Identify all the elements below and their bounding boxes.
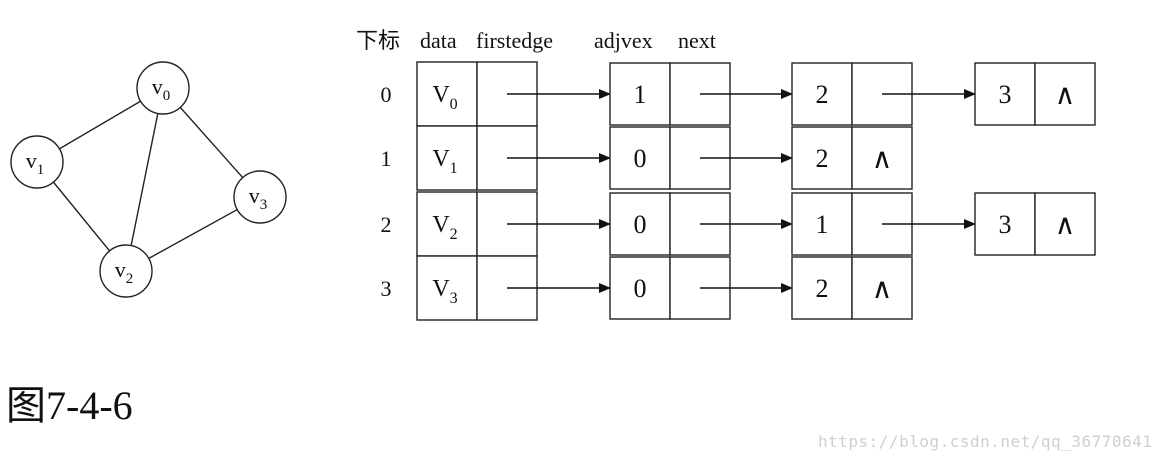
header-firstedge: firstedge <box>476 28 553 53</box>
vertex-node-v1 <box>10 135 64 189</box>
edge-v0-v2 <box>125 87 164 272</box>
vertex-data-label-base: V <box>432 146 450 172</box>
vertex-label-v3-base: v <box>249 183 260 208</box>
vertex-label-v2-sub: 2 <box>126 271 134 287</box>
row-index: 3 <box>381 276 392 301</box>
watermark: https://blog.csdn.net/qq_36770641 <box>818 432 1153 451</box>
vertex-label-v1: v1 <box>26 148 45 178</box>
vertex-label-v3-sub: 3 <box>260 197 268 213</box>
vertex-data-label: V0 <box>432 82 457 113</box>
null-pointer-symbol: ∧ <box>872 144 893 175</box>
vertex-data-label-sub: 0 <box>450 96 458 113</box>
adjvex-cell <box>609 192 671 256</box>
next-cell <box>1034 62 1096 126</box>
adjvex-value: 2 <box>816 80 829 109</box>
adjvex-value: 1 <box>634 80 647 109</box>
vertex-data-label-base: V <box>432 276 450 302</box>
vertex-node-v3 <box>233 170 287 224</box>
adjvex-cell <box>974 192 1036 256</box>
vertex-label-v2: v2 <box>115 257 134 287</box>
adjvex-cell <box>609 256 671 320</box>
adjvex-cell <box>791 192 853 256</box>
adjvex-value: 3 <box>999 80 1012 109</box>
adjvex-cell <box>791 62 853 126</box>
row-index: 1 <box>381 146 392 171</box>
adjvex-value: 2 <box>816 144 829 173</box>
header-data: data <box>420 28 457 53</box>
null-pointer-symbol: ∧ <box>1055 210 1076 241</box>
adjvex-value: 0 <box>634 274 647 303</box>
vertex-label-v0-base: v <box>152 74 163 99</box>
vertex-label-v2-base: v <box>115 257 126 282</box>
adjvex-value: 0 <box>634 144 647 173</box>
vertex-data-label-base: V <box>432 212 450 238</box>
vertex-label-v0: v0 <box>152 74 171 104</box>
next-cell <box>851 256 913 320</box>
adjvex-value: 2 <box>816 274 829 303</box>
adjvex-cell <box>609 62 671 126</box>
vertex-label-v3: v3 <box>249 183 268 213</box>
adjvex-cell <box>609 126 671 190</box>
header-adjvex: adjvex <box>594 28 653 53</box>
header-index: 下标 <box>356 28 400 53</box>
adjvex-value: 3 <box>999 210 1012 239</box>
next-cell <box>669 256 731 320</box>
vertex-data-label-sub: 1 <box>450 160 458 177</box>
adjvex-cell <box>791 256 853 320</box>
vertex-data-cell <box>416 125 478 191</box>
vertex-data-label-sub: 2 <box>450 226 458 243</box>
vertex-label-v0-sub: 0 <box>163 88 171 104</box>
vertex-data-label-base: V <box>432 82 450 108</box>
row-index: 2 <box>381 212 392 237</box>
vertex-data-label: V1 <box>432 146 457 177</box>
adjvex-cell <box>974 62 1036 126</box>
next-cell <box>1034 192 1096 256</box>
vertex-label-v1-sub: 1 <box>37 162 45 178</box>
row-index: 0 <box>381 82 392 107</box>
vertex-label-v1-base: v <box>26 148 37 173</box>
vertex-data-label: V3 <box>432 276 457 307</box>
adjvex-cell <box>791 126 853 190</box>
adjvex-value: 1 <box>816 210 829 239</box>
vertex-node-v2 <box>99 244 153 298</box>
vertex-data-label-sub: 3 <box>450 290 458 307</box>
next-cell <box>851 126 913 190</box>
adjvex-value: 0 <box>634 210 647 239</box>
vertex-node-v0 <box>136 61 190 115</box>
header-next: next <box>678 28 716 53</box>
vertex-data-label: V2 <box>432 212 457 243</box>
null-pointer-symbol: ∧ <box>1055 80 1076 111</box>
figure-caption: 图7-4-6 <box>6 383 133 428</box>
null-pointer-symbol: ∧ <box>872 274 893 305</box>
